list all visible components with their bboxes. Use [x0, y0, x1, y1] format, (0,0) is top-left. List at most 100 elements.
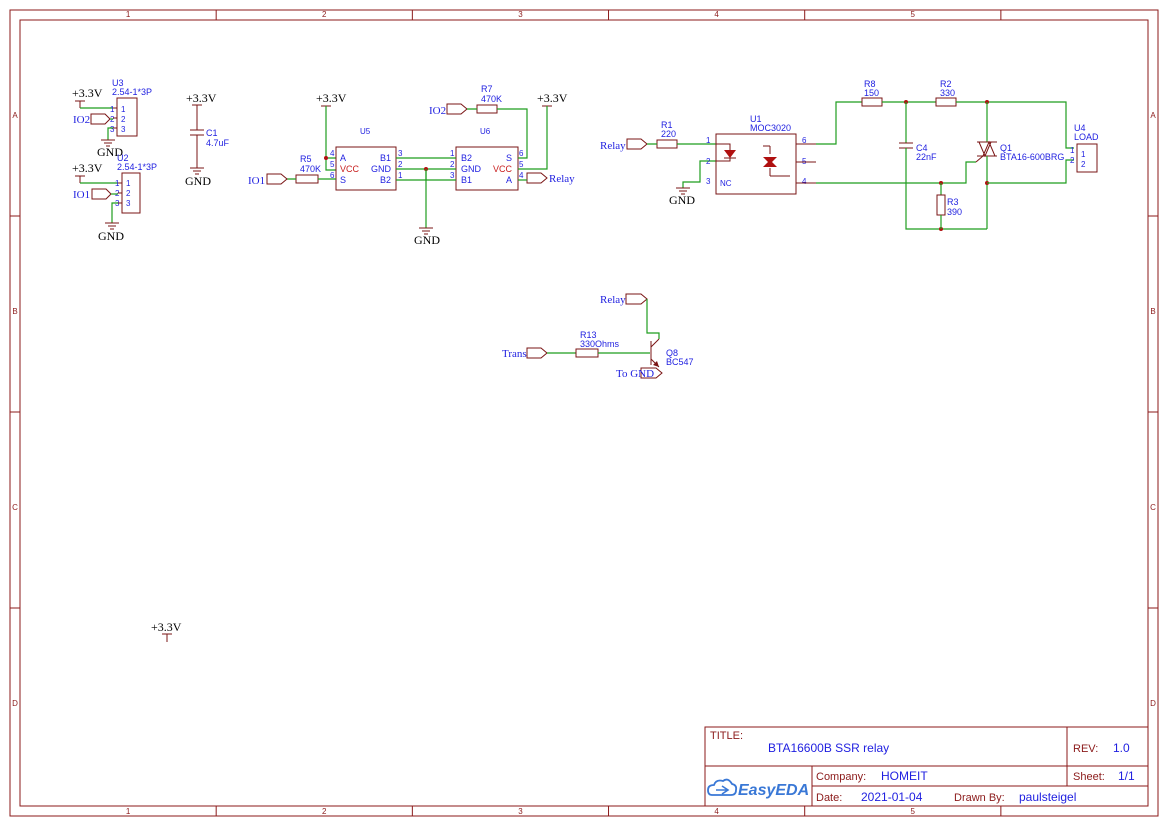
u6-pin-vcc: VCC — [493, 164, 513, 174]
r8-value: 150 — [864, 88, 879, 98]
q1-value: BTA16-600BRG — [1000, 152, 1064, 162]
sheet-value: 1/1 — [1118, 769, 1135, 783]
r3-value: 390 — [947, 207, 962, 217]
grid-column-label: 1 — [126, 807, 131, 816]
u1-pin-num-2: 2 — [706, 157, 711, 166]
drawn-by-value: paulsteigel — [1019, 790, 1076, 804]
u3-pin-2: 2 — [121, 115, 126, 124]
r2-ref: R2 — [940, 79, 952, 89]
net-label-io2: IO2 — [429, 105, 446, 117]
u2-ref: U2 — [117, 153, 129, 163]
u1-pin-num-4: 4 — [802, 177, 807, 186]
power-label-3v3: +3.3V — [72, 86, 103, 100]
grid-row-label: A — [1150, 111, 1156, 120]
c1-ref: C1 — [206, 128, 218, 138]
grid-column-label: 3 — [518, 807, 523, 816]
u5-pin-s: S — [340, 175, 346, 185]
c4-value: 22nF — [916, 152, 937, 162]
u5-pin-num-5: 5 — [330, 160, 335, 169]
u6-pin-num-3: 3 — [450, 171, 455, 180]
r7-ref: R7 — [481, 84, 493, 94]
c1-value: 4.7uF — [206, 138, 230, 148]
grid-column-label: 3 — [518, 10, 523, 19]
u5-pin-b2: B2 — [380, 175, 391, 185]
rev-value: 1.0 — [1113, 741, 1130, 755]
u6-pin-gnd: GND — [461, 164, 482, 174]
r13-value: 330Ohms — [580, 339, 620, 349]
grid-row-label: B — [12, 307, 17, 316]
u3-value: 2.54-1*3P — [112, 87, 152, 97]
u2-value: 2.54-1*3P — [117, 162, 157, 172]
net-label-io1: IO1 — [248, 175, 265, 187]
u5-pin-a: A — [340, 153, 346, 163]
u2-pin-3: 3 — [126, 199, 131, 208]
u6-pin-num-5: 5 — [519, 160, 524, 169]
grid-column-label: 2 — [322, 807, 327, 816]
u6-pin-num-2: 2 — [450, 160, 455, 169]
u4-ref: U4 — [1074, 123, 1086, 133]
transistor-section: Relay Trans R13 330Ohms To GND Q8 BC547 — [502, 293, 694, 380]
grid-column-label: 2 — [322, 10, 327, 19]
net-label-io2-u3: IO2 — [73, 114, 90, 126]
ground-label-u3: GND — [97, 145, 123, 159]
connector-u2: +3.3V U2 2.54-1*3P 1 2 3 1 2 3 IO1 GND — [72, 153, 157, 243]
u6-pin-b1: B1 — [461, 175, 472, 185]
grid-row-label: C — [12, 503, 18, 512]
date-label: Date: — [816, 792, 842, 804]
u5-pin-gnd: GND — [371, 164, 392, 174]
title-block: TITLE: BTA16600B SSR relay REV: 1.0 Comp… — [704, 726, 1149, 807]
r8-ref: R8 — [864, 79, 876, 89]
connector-u3: +3.3V U3 2.54-1*3P 1 2 3 1 2 3 IO2 GND — [72, 78, 152, 159]
triac-driver-section: Relay R1 220 GND 1 2 3 U1 MOC3020 NC 6 5… — [600, 79, 1099, 231]
grid-row-label: C — [1150, 503, 1156, 512]
grid-column-label: 5 — [911, 10, 916, 19]
net-label-relay-opto: Relay — [600, 140, 626, 152]
u3-ref: U3 — [112, 78, 124, 88]
u1-ref: U1 — [750, 114, 762, 124]
u1-pin-num-6: 6 — [802, 136, 807, 145]
u2-pin-2: 2 — [126, 189, 131, 198]
u5-ref: U5 — [360, 127, 371, 136]
u6-pin-num-4: 4 — [519, 171, 524, 180]
r3-ref: R3 — [947, 197, 959, 207]
sheet-label: Sheet: — [1073, 771, 1105, 783]
title-label: TITLE: — [710, 730, 743, 742]
u5-pin-num-3: 3 — [398, 149, 403, 158]
q8-value: BC547 — [666, 357, 694, 367]
net-label-to-gnd: To GND — [616, 368, 654, 380]
u3-pin-3: 3 — [121, 125, 126, 134]
u5-pin-num-4: 4 — [330, 149, 335, 158]
u4-pin-num-1: 1 — [1070, 146, 1075, 155]
u2-pin-1: 1 — [126, 179, 131, 188]
u3-pin-num-3: 3 — [110, 125, 115, 134]
ground-label-opto: GND — [669, 193, 695, 207]
u5-pin-num-6: 6 — [330, 171, 335, 180]
r5-ref: R5 — [300, 154, 312, 164]
u1-pin-num-1: 1 — [706, 136, 711, 145]
r7-value: 470K — [481, 94, 502, 104]
u4-pin-2: 2 — [1081, 160, 1086, 169]
u4-pin-num-2: 2 — [1070, 156, 1075, 165]
u5-pin-b1: B1 — [380, 153, 391, 163]
net-label-relay-u6: Relay — [549, 173, 575, 185]
logo-text: EasyEDA — [738, 782, 809, 799]
r1-value: 220 — [661, 129, 676, 139]
u6-pin-b2: B2 — [461, 153, 472, 163]
u3-pin-1: 1 — [121, 105, 126, 114]
q1-ref: Q1 — [1000, 143, 1012, 153]
net-label-relay-transistor: Relay — [600, 294, 626, 306]
u3-pin-num-1: 1 — [110, 105, 115, 114]
ground-label-c1: GND — [185, 174, 211, 188]
r2-value: 330 — [940, 88, 955, 98]
grid-column-label: 4 — [714, 10, 719, 19]
grid-row-label: A — [12, 111, 18, 120]
power-symbol-lone: +3.3V — [151, 620, 182, 642]
power-label-3v3: +3.3V — [186, 91, 217, 105]
date-value: 2021-01-04 — [861, 790, 923, 804]
grid-column-label: 4 — [714, 807, 719, 816]
grid-column-label: 5 — [911, 807, 916, 816]
r13-ref: R13 — [580, 330, 597, 340]
